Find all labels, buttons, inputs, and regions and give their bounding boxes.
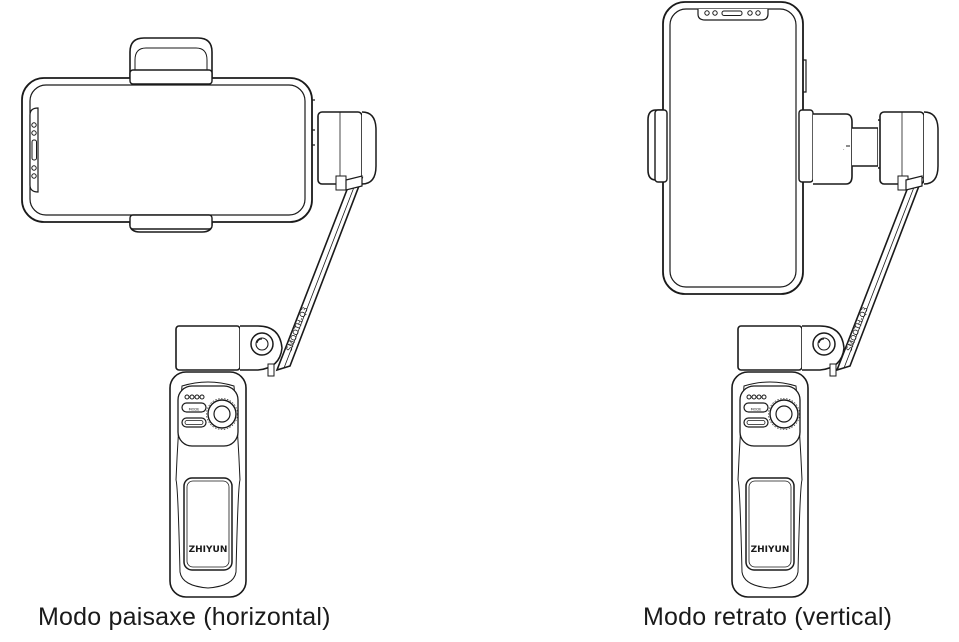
portrait-brand-logo: ZHIYUN — [751, 545, 790, 555]
portrait-mode-caption: Modo retrato (vertical) — [643, 603, 893, 631]
landscape-mode-button-label: MODE — [189, 408, 200, 412]
landscape-gimbal: SMOOTH-Q3 MODE ZHIYUN — [21, 37, 377, 598]
portrait-gimbal: · SMOOTH-Q3 MODE ZHIYUN — [647, 1, 939, 598]
portrait-tilt-mark: · — [843, 147, 845, 153]
gimbal-illustration: SMOOTH-Q3 MODE ZHIYUN · — [21, 1, 939, 598]
portrait-mode-button-label: MODE — [751, 408, 762, 412]
landscape-mode-caption: Modo paisaxe (horizontal) — [38, 603, 331, 631]
landscape-brand-logo: ZHIYUN — [189, 545, 228, 555]
